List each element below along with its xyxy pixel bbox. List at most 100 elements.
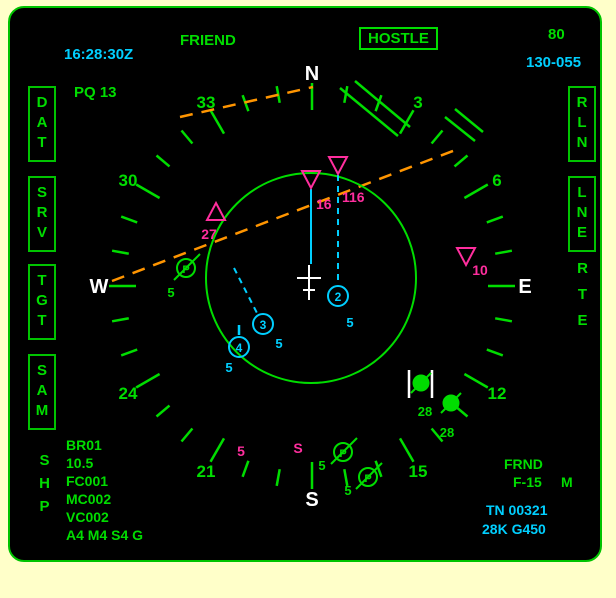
green-filled-track-2[interactable]: 28 [440,392,462,440]
compass-numeral-12: 12 [488,384,507,403]
compass-tick [180,129,194,145]
track-altitude: 5 [225,360,232,375]
bezel-button-label: RLN [573,94,591,154]
ownship-symbol [297,265,321,300]
bezel-button-srv[interactable]: SRV [28,176,56,252]
compass-cardinals: N E S W [90,63,532,511]
cyan-track-4[interactable]: 4 5 [225,325,250,375]
nav-data-block: BR01 10.5 FC001 MC002 VC002 A4 M4 S4 G [66,436,143,544]
green-p-track-west[interactable]: P 5 [167,253,201,300]
green-p-track-south2[interactable]: P 5 [344,462,383,498]
altitude-speed-readout: 28K G450 [482,521,546,537]
green-p-track-south1[interactable]: P 5 [318,437,358,473]
hostile-button-label: HOSTLE [368,30,429,47]
track-altitude: 5 [344,483,351,498]
compass-tick [343,85,349,104]
cardinal-east: E [518,276,531,298]
cyan-track-2[interactable]: 2 5 [327,285,354,330]
compass-tick [374,460,383,478]
compass-tick [430,129,444,145]
nav-line-status: A4 M4 S4 G [66,527,144,543]
compass-numeral-3: 3 [413,93,422,112]
magenta-mark-5: 5 [237,443,245,459]
compass-tick [241,460,250,478]
compass-tick [209,109,226,135]
nav-line-vc: VC002 [66,509,109,525]
track-label: 27 [201,226,217,242]
track-label: 10 [472,262,488,278]
bezel-button-tgt[interactable]: TGT [28,264,56,340]
compass-tick [398,437,415,463]
point-track-icon [176,258,196,278]
track-letter: P [339,448,346,460]
dashed-line-upper [179,85,314,119]
hostile-track-116[interactable]: 116 [327,156,365,285]
compass-tick [463,372,489,389]
compass-numeral-21: 21 [197,462,216,481]
compass-tick [486,215,504,224]
nav-line-dist: 10.5 [66,455,94,471]
track-vector-dashed-line [233,267,259,316]
bezel-button-label: LNE [573,184,591,244]
hostile-triangle-icon [327,156,349,177]
track-altitude: 5 [275,336,282,351]
compass-tick [463,183,489,200]
hostile-triangle-icon [455,247,477,268]
pq-readout: PQ 13 [74,84,117,101]
green-filled-track-1[interactable]: 28 [407,370,434,419]
compass-tick [275,468,281,487]
tactical-display: 16 116 27 10 2 5 3 5 [8,6,602,562]
nav-line-fc: FC001 [66,473,109,489]
cardinal-north: N [305,63,319,85]
circle-track-icon [228,336,250,358]
hostile-track-27[interactable]: 27 [201,200,227,242]
compass-numeral-24: 24 [119,384,138,403]
shp-option[interactable]: SHP [36,452,53,521]
track-label: 116 [342,189,365,205]
hostile-button[interactable]: HOSTLE [359,27,438,50]
compass-tick [494,317,513,323]
slash-line [410,372,432,394]
track-number: 2 [335,290,342,304]
bezel-button-rln[interactable]: RLN [568,86,596,162]
circle-track-icon [327,285,349,307]
compass-tick [494,249,513,255]
compass-numerals: 3 6 12 15 21 24 30 33 [119,93,507,481]
track-altitude: 28 [440,425,454,440]
compass-tick [453,154,469,168]
bezel-button-label: SRV [33,184,51,244]
hostile-triangle-icon [300,170,322,191]
compass-tick [486,348,504,357]
friend-label[interactable]: FRIEND [180,32,236,49]
cardinal-south: S [305,489,318,511]
hostile-track-16[interactable]: 16 [300,170,332,264]
compass-numeral-30: 30 [119,171,138,190]
cyan-track-3[interactable]: 3 5 [233,267,283,351]
bezel-button-label: SAM [33,362,51,422]
rte-option[interactable]: RTE [574,260,591,338]
bezel-button-label: DAT [33,94,51,154]
bezel-button-lne[interactable]: LNE [568,176,596,252]
bezel-button-sam[interactable]: SAM [28,354,56,430]
compass-tick [430,427,444,443]
cardinal-west: W [90,276,109,298]
compass-tick [155,404,171,418]
circle-track-icon [252,313,274,335]
track-number: 3 [260,318,267,332]
slash-line [355,462,383,490]
compass-tick [343,468,349,487]
track-altitude: 5 [346,315,353,330]
hostile-track-10[interactable]: 10 [455,247,488,278]
top-right-value: 80 [548,26,565,43]
bezel-button-dat[interactable]: DAT [28,86,56,162]
dashed-bearing-lines [111,85,459,283]
compass-numeral-15: 15 [409,462,428,481]
compass-tick [398,109,415,135]
track-number: 4 [236,341,243,355]
compass-tick [120,348,138,357]
compass-numeral-6: 6 [492,171,501,190]
slash-line [440,392,462,414]
track-letter: P [364,473,371,485]
aircraft-type-readout: F-15 [513,474,542,490]
range-ring [205,172,417,384]
